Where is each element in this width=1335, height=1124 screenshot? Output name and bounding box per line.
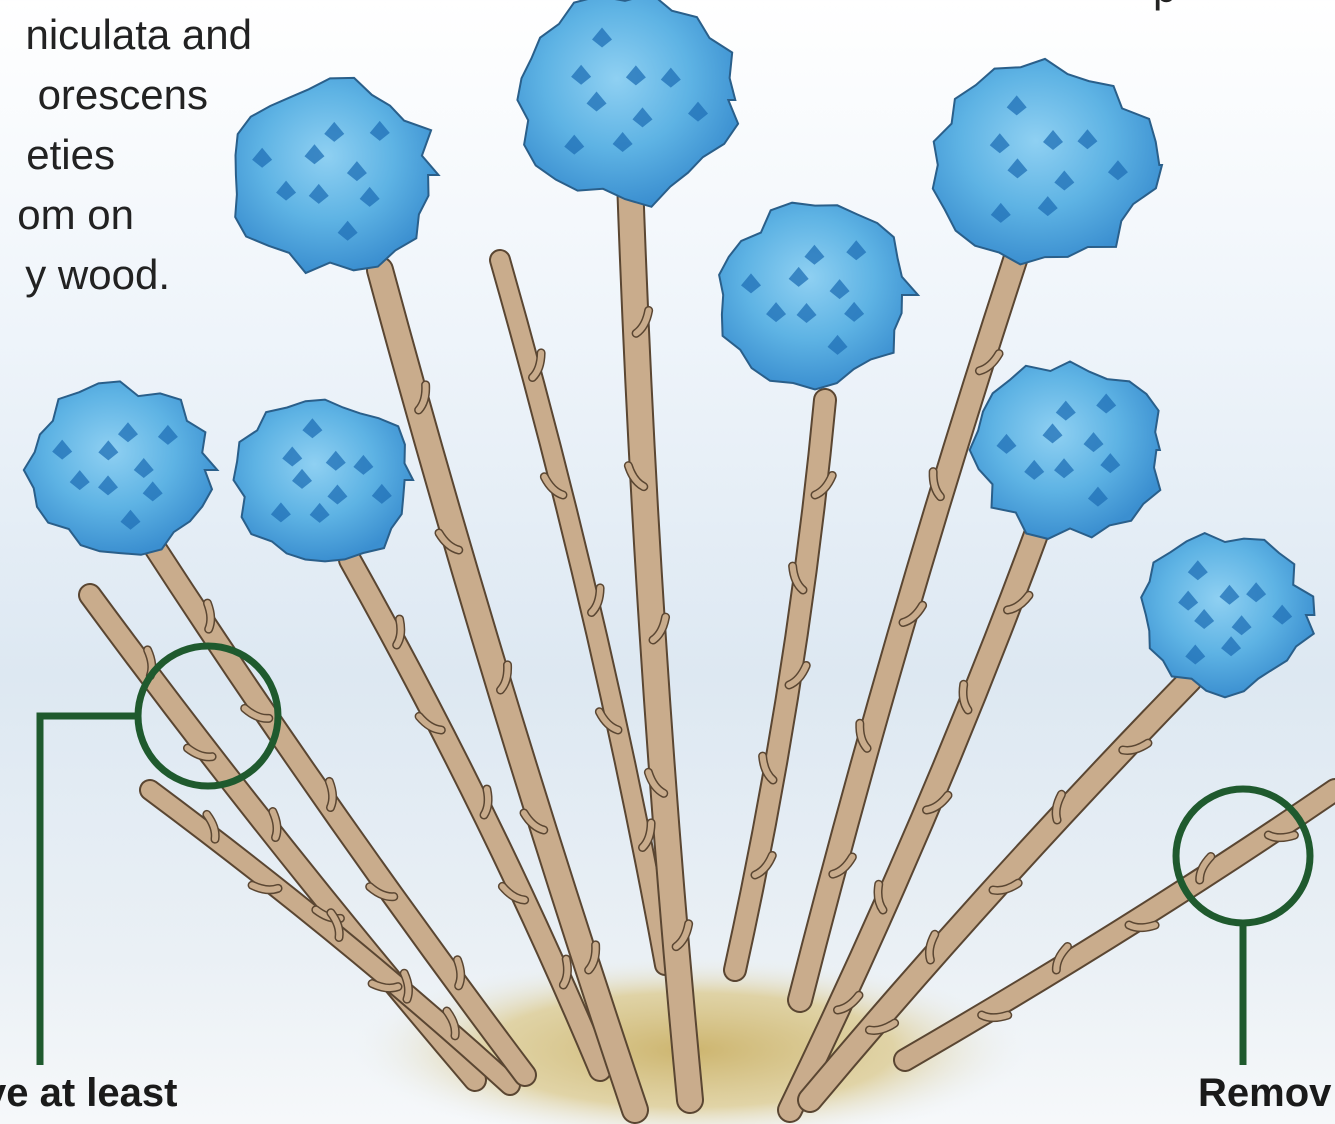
stem <box>735 400 825 970</box>
flower-head <box>933 59 1162 265</box>
stem <box>150 790 510 1085</box>
right-callout-label: Remov <box>1198 1071 1331 1116</box>
leaf-bud <box>329 781 332 807</box>
leaf-bud <box>1268 835 1294 838</box>
leaf-bud <box>457 960 460 986</box>
leaf-bud <box>982 1015 1008 1018</box>
left-callout-line <box>40 716 138 1065</box>
left-callout-label: ve at least <box>0 1071 177 1116</box>
flower-head <box>235 78 438 273</box>
flower-head <box>517 0 738 207</box>
flower-heads-group <box>24 0 1315 697</box>
flower-head <box>234 400 414 562</box>
flower-head <box>970 362 1161 539</box>
leaf-bud <box>1129 925 1155 928</box>
flower-head <box>24 381 218 554</box>
flower-head <box>719 203 918 390</box>
leaf-bud <box>207 603 210 629</box>
